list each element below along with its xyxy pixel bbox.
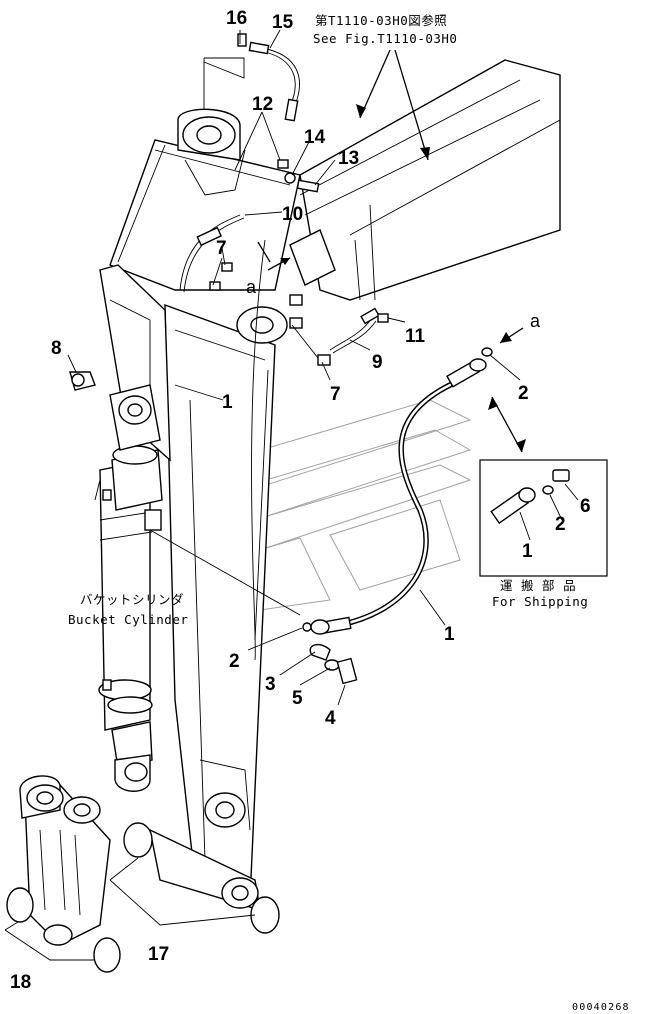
drawing-number: 00040268 — [572, 1002, 630, 1013]
callout-labels: 16 15 12 14 13 10 7 8 1 11 9 7 2 6 2 1 1… — [10, 8, 591, 993]
shipping-box — [479, 459, 608, 577]
callout-12: 12 — [252, 94, 273, 115]
callout-2-shipping: 2 — [555, 514, 566, 535]
callout-1-arm: 1 — [222, 392, 233, 413]
ref-note-en: See Fig.T1110-03H0 — [313, 31, 457, 46]
callout-11: 11 — [405, 326, 426, 347]
shipping-en: For Shipping — [492, 594, 588, 609]
callout-6-shipping: 6 — [580, 496, 591, 517]
callout-18: 18 — [10, 972, 31, 993]
callout-3: 3 — [265, 674, 276, 695]
callout-17: 17 — [148, 944, 169, 965]
callout-16: 16 — [226, 8, 247, 29]
fittings — [69, 33, 493, 691]
detail-letter-a-left: a — [246, 277, 257, 297]
callout-5: 5 — [292, 688, 303, 709]
bucket-cylinder-en: Bucket Cylinder — [68, 612, 188, 627]
grease-hoses — [179, 41, 487, 661]
shipping-jp: 運 搬 部 品 — [500, 578, 576, 593]
callout-8: 8 — [51, 338, 62, 359]
callout-4: 4 — [325, 708, 336, 729]
cylinder-pivot — [109, 384, 161, 451]
bucket-cylinder-jp: バケットシリンダ — [80, 592, 184, 607]
bucket-link — [19, 775, 111, 946]
arm-body — [99, 59, 561, 911]
callout-14: 14 — [304, 127, 326, 148]
callout-1-shipping: 1 — [522, 541, 533, 562]
callout-7-lower: 7 — [330, 384, 341, 405]
callout-7-upper: 7 — [216, 238, 227, 259]
callout-2-lower: 2 — [229, 651, 240, 672]
callout-13: 13 — [338, 148, 359, 169]
callout-15: 15 — [272, 12, 294, 33]
reference-arrows — [257, 49, 526, 453]
captions: 第T1110-03H0図参照 See Fig.T1110-03H0 運 搬 部 … — [68, 13, 630, 1013]
ref-note-jp: 第T1110-03H0図参照 — [315, 13, 447, 28]
detail-letter-a-right: a — [530, 311, 541, 331]
shims — [6, 822, 280, 973]
callout-9: 9 — [372, 352, 383, 373]
callout-2-right: 2 — [518, 383, 529, 404]
bucket-cylinder — [94, 445, 163, 792]
callout-10: 10 — [282, 204, 303, 225]
callout-1-hose: 1 — [444, 624, 455, 645]
leader-lines — [4, 29, 579, 961]
